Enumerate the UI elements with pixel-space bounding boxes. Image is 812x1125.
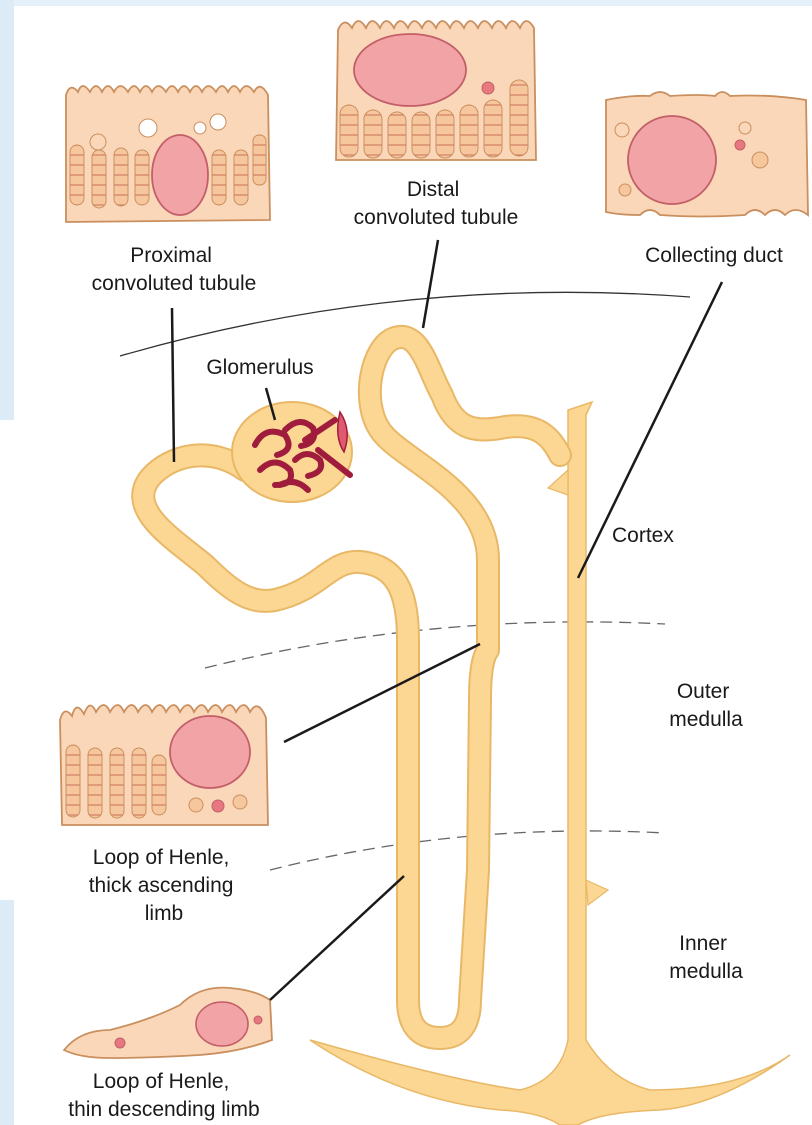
distal-tubule-cell bbox=[336, 21, 536, 160]
distal-leader bbox=[423, 240, 438, 328]
proximal-tubule-cell bbox=[66, 86, 270, 222]
leader-lines bbox=[172, 240, 722, 1000]
outer-medulla-label: Outer medulla bbox=[669, 680, 743, 731]
glomerulus-label: Glomerulus bbox=[206, 356, 313, 379]
glomerulus bbox=[232, 402, 352, 502]
thick-limb-leader bbox=[284, 644, 480, 742]
thin-limb-leader bbox=[270, 876, 404, 1000]
thin-limb-label: Loop of Henle, thin descending limb bbox=[68, 1070, 259, 1121]
distal-label: Distal convoluted tubule bbox=[354, 178, 519, 229]
collecting-duct bbox=[310, 402, 790, 1125]
collecting-duct-label: Collecting duct bbox=[645, 244, 783, 267]
thin-descending-limb-cell bbox=[64, 988, 272, 1058]
proximal-label: Proximal convoluted tubule bbox=[92, 244, 257, 295]
thick-limb-label: Loop of Henle, thick ascending limb bbox=[89, 846, 240, 925]
collecting-duct-cell bbox=[606, 92, 808, 217]
inner-medulla-label: Inner medulla bbox=[669, 932, 743, 983]
cortex-label: Cortex bbox=[612, 524, 674, 547]
proximal-leader bbox=[172, 308, 174, 462]
thick-ascending-limb-cell bbox=[60, 705, 268, 825]
outer-medulla-boundary bbox=[205, 622, 665, 668]
